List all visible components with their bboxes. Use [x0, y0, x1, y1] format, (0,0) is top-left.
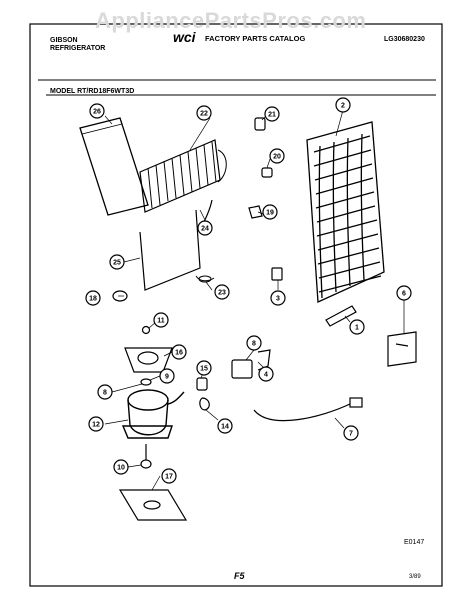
brand-name: GIBSON	[50, 37, 78, 44]
compressor-part	[121, 389, 185, 439]
callout-14-label: 14	[221, 424, 229, 431]
callout-22-label: 22	[200, 111, 208, 118]
diagram-code: E0147	[404, 539, 425, 546]
condenser-tube-part	[306, 121, 385, 303]
callout-10-label: 10	[117, 465, 125, 472]
callout-18-label: 18	[89, 296, 97, 303]
callout-8b-label: 8	[103, 390, 107, 397]
callout-8-label: 8	[252, 341, 256, 348]
callout-12	[88, 416, 104, 432]
callout-11-label: 11	[157, 318, 165, 325]
date-label: 3/89	[409, 574, 421, 580]
base-part	[118, 489, 188, 521]
callout-3	[270, 290, 286, 306]
leader-lines	[104, 109, 405, 491]
svg-text:wci: wci	[173, 30, 197, 44]
wci-logo-icon: wci	[173, 30, 197, 44]
callout-7-label: 7	[349, 431, 353, 438]
callout-4-label: 4	[264, 372, 268, 379]
callout-2	[335, 97, 351, 113]
drier-part	[325, 305, 357, 327]
page-label: F5	[234, 571, 245, 581]
callout-11	[153, 312, 169, 328]
power-cord-part	[253, 397, 363, 422]
callout-23	[214, 284, 230, 300]
callout-12-label: 12	[92, 422, 100, 429]
callout-21	[264, 106, 280, 122]
catalog-number: LG30680230	[384, 36, 425, 43]
callout-3-label: 3	[276, 296, 280, 303]
callout-14	[217, 418, 233, 434]
callout-15-label: 15	[200, 366, 208, 373]
callout-9	[159, 368, 175, 384]
fitting-part	[112, 290, 128, 302]
grommet-part	[140, 444, 152, 469]
clip-part	[248, 117, 283, 281]
callout-20-label: 20	[273, 154, 281, 161]
callout-8b	[97, 384, 113, 400]
callout-1	[349, 319, 365, 335]
model-line: MODEL RT/RD18F6WT3D	[50, 88, 135, 95]
callout-26	[89, 103, 105, 119]
callout-9-label: 9	[165, 374, 169, 381]
callout-24-label: 24	[201, 226, 209, 233]
callout-8	[246, 335, 262, 351]
catalog-title: FACTORY PARTS CATALOG	[205, 34, 306, 43]
callout-16-label: 16	[175, 350, 183, 357]
callout-17-label: 17	[165, 474, 173, 481]
callout-19	[262, 204, 278, 220]
callout-23-label: 23	[218, 290, 226, 297]
drain-tube-part	[195, 275, 215, 283]
callout-25-label: 25	[113, 260, 121, 267]
watermark-text: AppliancePartsPros.com	[95, 8, 367, 33]
callout-26-label: 26	[93, 109, 101, 116]
callout-15	[196, 360, 212, 376]
relay-part	[196, 377, 210, 411]
product-type: REFRIGERATOR	[50, 45, 106, 52]
callout-21-label: 21	[268, 112, 276, 119]
callout-18	[85, 290, 101, 306]
callout-19-label: 19	[266, 210, 274, 217]
callout-10	[113, 459, 129, 475]
callout-22	[196, 105, 212, 121]
callout-4	[258, 366, 274, 382]
callout-7	[343, 425, 359, 441]
condenser-coil-part	[139, 139, 227, 213]
callout-25	[109, 254, 125, 270]
callout-group: 26 22 21 2 20 19 24 25 23 3 18 6 1 11 16…	[85, 97, 412, 484]
callout-1-label: 1	[355, 325, 359, 332]
callout-2-label: 2	[341, 103, 345, 110]
cover-part	[387, 331, 417, 367]
callout-6	[396, 285, 412, 301]
panel-part	[79, 117, 149, 216]
callout-17	[161, 468, 177, 484]
callout-16	[171, 344, 187, 360]
callout-24	[197, 220, 213, 236]
callout-6-label: 6	[402, 291, 406, 298]
callout-20	[269, 148, 285, 164]
